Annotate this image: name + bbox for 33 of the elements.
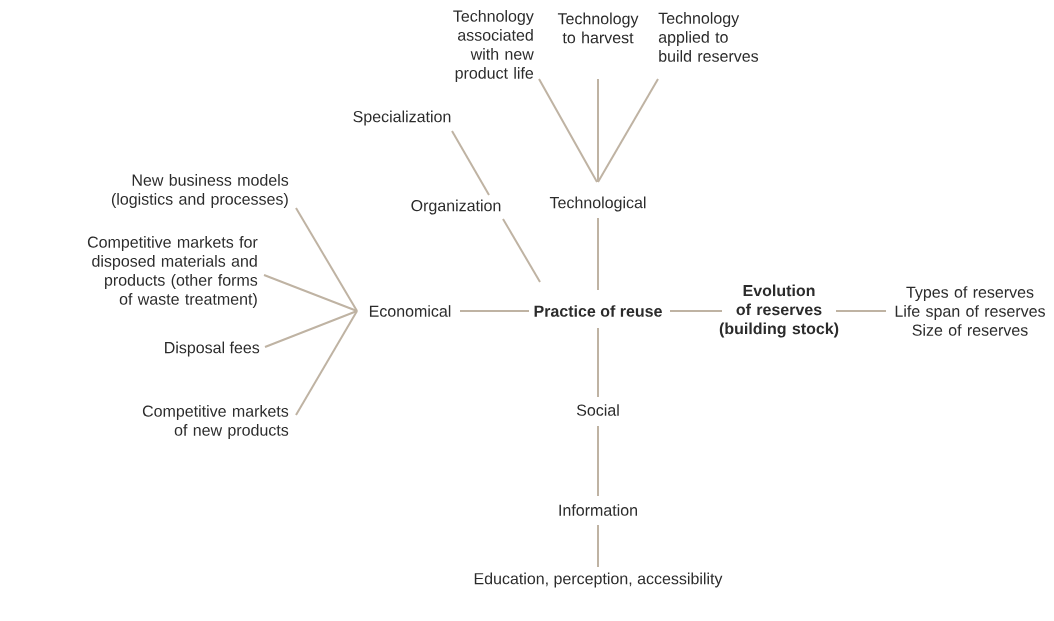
- branch-label: Education, perception, accessibility: [474, 572, 723, 588]
- branch-label: Technology associated with new product life: [453, 10, 534, 82]
- connector-line: [264, 310, 358, 348]
- branch-label: Disposal fees: [165, 341, 260, 357]
- branch-label: Organization: [411, 199, 501, 215]
- connector-line: [538, 78, 598, 183]
- branch-label: Technology applied to build reserves: [658, 12, 759, 62]
- connector-line: [597, 327, 599, 398]
- branch-label: Competitive markets for disposed materials and products (other forms of waste treatment): [87, 236, 258, 308]
- branch-label: New business models (logistics and processes): [111, 174, 289, 208]
- branch-label: Competitive markets of new products: [142, 405, 289, 439]
- branch-label: Information: [559, 504, 637, 516]
- connector-line: [263, 274, 358, 312]
- connector-line: [597, 524, 599, 568]
- connector-line: [669, 310, 723, 312]
- connector-line: [502, 218, 541, 283]
- connector-line: [295, 207, 358, 312]
- connector-line: [835, 310, 887, 312]
- branch-label: Economical: [369, 305, 451, 317]
- connector-line: [597, 425, 599, 497]
- connector-line: [295, 310, 358, 416]
- connector-line: [597, 217, 599, 291]
- branch-label: Types of reserves Life span of reserves Size of reserves: [895, 286, 1045, 336]
- connector-line: [597, 78, 659, 183]
- branch-label: Technological: [549, 196, 646, 212]
- branch-label: Social: [576, 404, 619, 416]
- connector-line: [451, 130, 490, 196]
- central-label: Practice of reuse: [534, 305, 662, 317]
- branch-label: Evolution of reserves (building stock): [719, 284, 839, 338]
- branch-label: Specialization: [353, 110, 451, 126]
- branch-label: Technology to harvest: [557, 12, 639, 44]
- connector-line: [459, 310, 530, 312]
- connector-line: [597, 78, 599, 183]
